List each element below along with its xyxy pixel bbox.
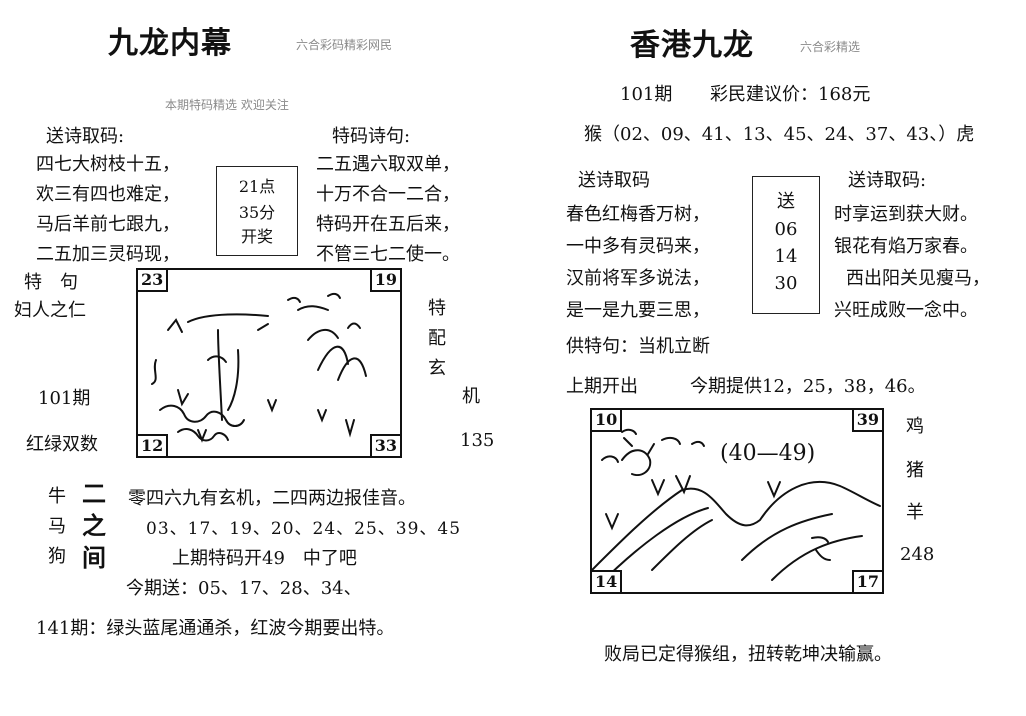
right-title: 香港九龙 (630, 28, 754, 63)
special-phrase-label: 特 句 (24, 272, 78, 293)
right-poem-line: 一中多有灵码来， (566, 236, 710, 257)
left-line-3: 上期特码开49 中了吧 (172, 548, 357, 569)
right-special-phrase: 供特句：当机立断 (566, 336, 710, 357)
left-poem-line: 四七大树枝十五， (36, 154, 180, 175)
side-char: 特 (428, 298, 446, 319)
side-char-rooster: 鸡 (906, 416, 924, 437)
right-title-note: 六合彩精选 (800, 40, 861, 54)
right-poem-line: 春色红梅香万树， (566, 204, 710, 225)
zodiac-mid-between: 间 (82, 543, 106, 572)
send-number: 14 (774, 246, 798, 267)
corner-number-bottom-right: 17 (851, 570, 884, 594)
last-issue-label: 上期开出 (566, 376, 638, 397)
left-special-poem-line: 不管三七二使一。 (316, 244, 460, 265)
left-sketch-drawing (151, 292, 367, 443)
right-issue: 101期 (620, 84, 673, 105)
left-title-note: 六合彩码精彩网民 (296, 38, 393, 52)
zodiac-horse: 马 (48, 516, 66, 537)
side-char: 配 (428, 328, 446, 349)
side-char-goat: 羊 (906, 502, 924, 523)
send-label: 送 (777, 191, 795, 212)
send-numbers-box: 送 06 14 30 (752, 176, 820, 314)
monkey-numbers-line: 猴（02、09、41、13、45、24、37、43、）虎 (584, 124, 975, 145)
corner-number-top-right: 19 (369, 268, 402, 292)
corner-number-top-left: 23 (136, 268, 169, 292)
zodiac-mid-two: 二 (82, 479, 106, 508)
left-poem-line: 二五加三灵码现， (36, 244, 180, 265)
left-special-poem-heading: 特码诗句: (332, 126, 411, 147)
draw-time-hour: 21点 (238, 177, 276, 196)
red-green-label: 红绿双数 (26, 434, 98, 455)
send-number: 30 (774, 273, 798, 294)
side-char: 机 (462, 386, 480, 407)
right-sketch-drawing: (40—49) (591, 428, 881, 587)
left-poem-heading: 送诗取码: (46, 126, 125, 147)
draw-time-box: 21点 35分 开奖 (216, 166, 298, 256)
right-poem-line: 是一是九要三思， (566, 300, 710, 321)
corner-number-bottom-right: 33 (369, 434, 402, 458)
right-sketch: (40—49) 10 39 14 17 (590, 408, 884, 594)
left-special-poem-line: 十万不合一二合， (316, 184, 460, 205)
right-poem-line-2: 银花有焰万家春。 (834, 236, 978, 257)
sketch-range-text: (40—49) (720, 441, 815, 466)
right-poem-line-2: 西出阳关见瘦马， (846, 268, 990, 289)
right-poem-line: 汉前将军多说法， (566, 268, 710, 289)
left-special-poem-line: 二五遇六取双单， (316, 154, 460, 175)
special-phrase: 妇人之仁 (14, 300, 86, 321)
left-special-poem-line: 特码开在五后来， (316, 214, 460, 235)
number-248: 248 (900, 544, 935, 565)
left-poem-line: 欢三有四也难定， (36, 184, 180, 205)
draw-time-label: 开奖 (240, 227, 273, 246)
zodiac-ox: 牛 (48, 486, 66, 507)
left-sub-note: 本期特码精选 欢迎关注 (165, 98, 289, 112)
left-line-2: 03、17、19、20、24、25、39、45 (146, 519, 462, 539)
corner-number-top-right: 39 (851, 408, 884, 432)
right-price: 彩民建议价：168元 (710, 84, 871, 105)
left-line-1: 零四六九有玄机，二四两边报佳音。 (128, 488, 416, 509)
number-135: 135 (460, 430, 495, 451)
this-issue-numbers: 今期提供12，25，38，46。 (690, 376, 926, 397)
right-poem-line-2: 兴旺成败一念中。 (834, 300, 978, 321)
right-poem-heading: 送诗取码 (578, 170, 650, 191)
draw-time-minute: 35分 (238, 203, 276, 222)
left-line-4: 今期送：05、17、28、34、 (126, 578, 362, 599)
left-issue: 101期 (38, 388, 91, 409)
left-footer: 141期：绿头蓝尾通通杀，红波今期要出特。 (36, 618, 395, 639)
right-footer: 败局已定得猴组，扭转乾坤决输赢。 (604, 644, 892, 665)
side-char-pig: 猪 (906, 460, 924, 481)
left-poem-line: 马后羊前七跟九， (36, 214, 180, 235)
corner-number-top-left: 10 (590, 408, 623, 432)
corner-number-bottom-left: 12 (136, 434, 169, 458)
corner-number-bottom-left: 14 (590, 570, 623, 594)
zodiac-mid-of: 之 (82, 511, 106, 540)
side-char: 玄 (428, 358, 446, 379)
right-poem-heading-2: 送诗取码: (848, 170, 927, 191)
send-number: 06 (774, 219, 798, 240)
left-title: 九龙内幕 (108, 26, 232, 61)
left-sketch: 23 19 12 33 (136, 268, 402, 458)
right-poem-line-2: 时享运到获大财。 (834, 204, 978, 225)
zodiac-dog: 狗 (48, 546, 66, 567)
